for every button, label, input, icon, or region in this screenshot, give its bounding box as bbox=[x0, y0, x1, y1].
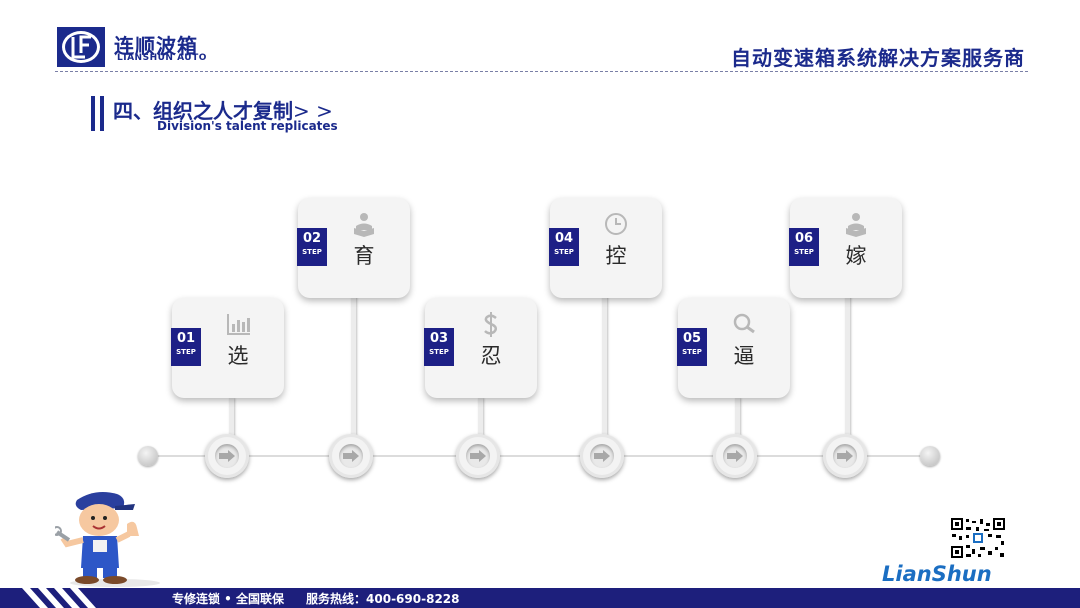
step-01-node bbox=[205, 434, 249, 478]
section-title-arrows: > > bbox=[293, 99, 333, 123]
step-02-node bbox=[329, 434, 373, 478]
section-subtitle: Division's talent replicates bbox=[157, 119, 338, 133]
footer-stripes bbox=[0, 588, 140, 608]
timeline-track bbox=[150, 455, 930, 457]
step-02-stem bbox=[351, 296, 356, 438]
timeline-start-dot bbox=[138, 446, 158, 466]
header-tagline: 自动变速箱系统解决方案服务商 bbox=[731, 46, 1025, 70]
section-title-text: 四、组织之人才复制 bbox=[113, 99, 293, 123]
arrow-right-icon bbox=[594, 450, 610, 462]
footer-bar bbox=[0, 588, 1080, 608]
reader-icon bbox=[846, 213, 866, 237]
clock-icon bbox=[605, 213, 627, 235]
step-label: 忍 bbox=[480, 344, 502, 368]
footer-text: 专修连锁 • 全国联保 服务热线：400-690-8228 bbox=[172, 590, 460, 607]
step-label: 逼 bbox=[733, 344, 755, 368]
search-icon bbox=[733, 313, 755, 334]
arrow-right-icon bbox=[219, 450, 235, 462]
arrow-right-icon bbox=[727, 450, 743, 462]
footer-slogan: 专修连锁 • 全国联保 bbox=[172, 592, 285, 606]
step-label: 控 bbox=[605, 244, 627, 268]
step-03-stem bbox=[478, 398, 483, 438]
bar-chart-icon bbox=[227, 314, 250, 335]
step-label: 选 bbox=[227, 344, 249, 368]
step-06-stem bbox=[845, 296, 850, 438]
reader-icon bbox=[354, 213, 374, 237]
step-label: 嫁 bbox=[845, 244, 867, 268]
header-divider bbox=[55, 71, 1028, 72]
step-06-node bbox=[823, 434, 867, 478]
step-05-node bbox=[713, 434, 757, 478]
section-marker bbox=[91, 96, 105, 131]
dollar-icon bbox=[484, 312, 497, 337]
arrow-right-icon bbox=[343, 450, 359, 462]
step-04-node bbox=[580, 434, 624, 478]
arrow-right-icon bbox=[837, 450, 853, 462]
mechanic-mascot-icon bbox=[55, 492, 160, 587]
brand-name-en: LIANSHUN AUTO bbox=[117, 53, 207, 63]
step-03-node bbox=[456, 434, 500, 478]
lianshun-logo-icon bbox=[57, 27, 105, 67]
arrow-right-icon bbox=[470, 450, 486, 462]
brand-name-cn: 连顺波箱 bbox=[114, 34, 198, 58]
lianshun-wordmark: LianShun bbox=[882, 562, 992, 586]
footer-hotline: 服务热线：400-690-8228 bbox=[306, 592, 460, 606]
step-05-stem bbox=[735, 398, 740, 438]
step-04-stem bbox=[602, 296, 607, 438]
timeline-end-dot bbox=[920, 446, 940, 466]
qr-code-icon bbox=[950, 517, 1006, 559]
step-01-stem bbox=[229, 398, 234, 438]
step-label: 育 bbox=[353, 244, 375, 268]
section-title: 四、组织之人才复制> > bbox=[113, 95, 333, 124]
